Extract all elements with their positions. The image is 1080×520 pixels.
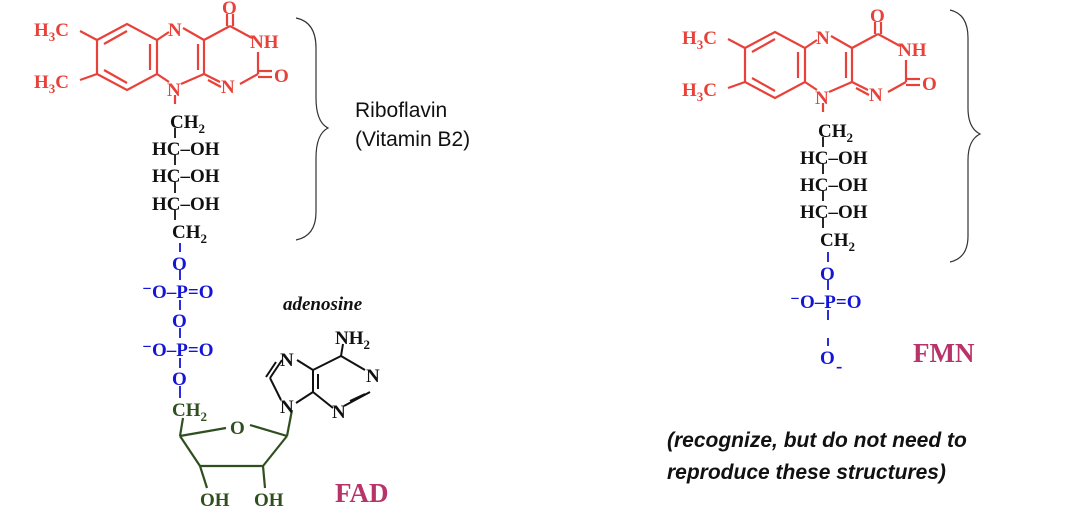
riboflavin-brace-group: Riboflavin (Vitamin B2) — [295, 17, 470, 241]
fad-nh: NH — [250, 32, 279, 53]
fad-choh-1: HC–OH — [152, 139, 220, 160]
fad-ribose-oh-left: OH — [200, 490, 230, 511]
fmn-o-right: O — [922, 74, 937, 95]
fmn-n5: N — [816, 28, 830, 49]
fmn-flavin-ring — [727, 22, 920, 112]
fad-adenine-n3: N — [332, 402, 346, 423]
fmn-methyl-top: H3C — [682, 28, 717, 52]
fmn-terminal-o-charge: - — [836, 356, 842, 377]
fmn-flavin-labels: H3C H3C N N N NH O O — [682, 6, 937, 109]
caption-line-2: reproduce these structures) — [667, 461, 946, 484]
fad-methyl-bottom: H3C — [34, 72, 69, 96]
riboflavin-brace — [295, 17, 330, 241]
fmn-o-top: O — [870, 6, 885, 27]
fad-bridge-o-1: O — [172, 254, 187, 275]
fmn-methyl-bottom: H3C — [682, 80, 717, 104]
fad-o-top: O — [222, 0, 237, 19]
fmn-phosphate-group: ⁻O–P=O — [790, 292, 862, 313]
fmn-phosphate: O ⁻O–P=O O - — [790, 252, 862, 377]
fad-ribose-ch2: CH2 — [172, 400, 207, 424]
fad-ribose: CH2 O OH OH — [172, 400, 294, 511]
fad-n10: N — [167, 80, 181, 101]
fad-adenine-nh2: NH2 — [335, 328, 370, 352]
fad-ribose-oh-right: OH — [254, 490, 284, 511]
fmn-choh-2: HC–OH — [800, 175, 868, 196]
fad-structure: H3C H3C N N N NH O O CH2 HC–OH HC–OH HC–… — [34, 0, 389, 511]
fmn-choh-1: HC–OH — [800, 148, 868, 169]
fad-adenine-n7: N — [280, 350, 294, 371]
fad-methyl-top: H3C — [34, 20, 69, 44]
fmn-ribityl-chain: CH2 HC–OH HC–OH HC–OH CH2 — [800, 121, 868, 254]
fmn-name-label: FMN — [913, 338, 975, 368]
fad-n1: N — [221, 77, 235, 98]
riboflavin-label-line-2: (Vitamin B2) — [355, 128, 470, 151]
fmn-ch2-top: CH2 — [818, 121, 853, 145]
fad-adenine: NH2 N N N N adenosine — [265, 294, 380, 423]
fad-adenine-n9: N — [280, 397, 294, 418]
fad-name-label: FAD — [335, 478, 389, 508]
adenosine-label: adenosine — [283, 294, 363, 315]
caption-line-1: (recognize, but do not need to — [667, 429, 967, 452]
fad-bridge-o-3: O — [172, 369, 187, 390]
fad-adenine-n1: N — [366, 366, 380, 387]
fad-ribityl-chain: CH2 HC–OH HC–OH HC–OH CH2 — [152, 112, 220, 246]
fmn-n1: N — [869, 85, 883, 106]
fad-flavin-ring — [79, 14, 272, 104]
caption: (recognize, but do not need to reproduce… — [667, 429, 967, 484]
fad-choh-2: HC–OH — [152, 166, 220, 187]
fad-phosphate-2: ⁻O–P=O — [142, 340, 214, 361]
fmn-n10: N — [815, 88, 829, 109]
fmn-bridge-o: O — [820, 264, 835, 285]
fad-phosphate-1: ⁻O–P=O — [142, 282, 214, 303]
fmn-terminal-o: O — [820, 348, 835, 369]
fad-ch2-bottom: CH2 — [172, 222, 207, 246]
fad-o-right: O — [274, 66, 289, 87]
fad-pyrophosphate: O ⁻O–P=O O ⁻O–P=O O — [142, 243, 214, 398]
fad-ch2-top: CH2 — [170, 112, 205, 136]
fmn-nh: NH — [898, 40, 927, 61]
riboflavin-label-line-1: Riboflavin — [355, 99, 447, 122]
fad-n5: N — [168, 20, 182, 41]
fmn-structure: H3C H3C N N N NH O O CH2 HC–OH HC–OH HC–… — [682, 6, 975, 377]
fad-bridge-o-2: O — [172, 311, 187, 332]
fad-ribose-ring-o: O — [230, 418, 245, 439]
fmn-ch2-bottom: CH2 — [820, 230, 855, 254]
fmn-choh-3: HC–OH — [800, 202, 868, 223]
fmn-brace — [949, 9, 982, 263]
fad-flavin-labels: H3C H3C N N N NH O O — [34, 0, 289, 101]
fad-choh-3: HC–OH — [152, 194, 220, 215]
